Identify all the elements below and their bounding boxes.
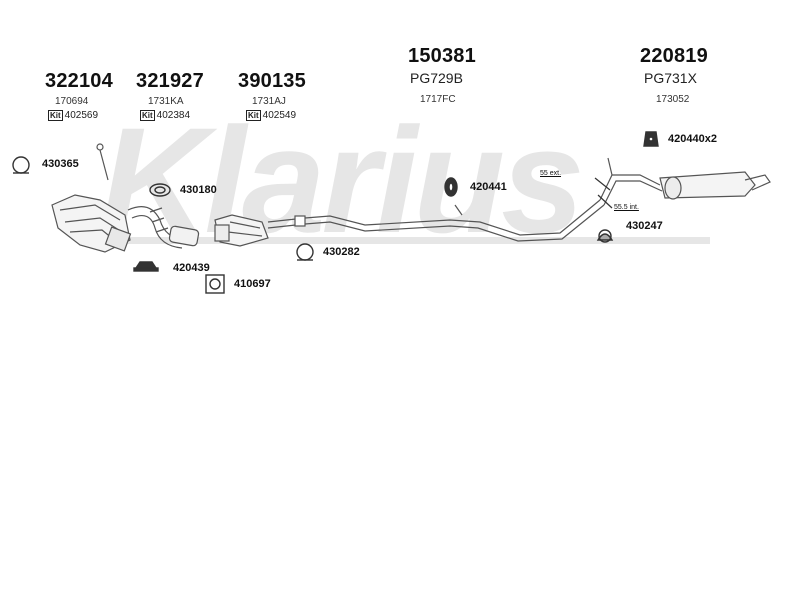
outlet-flange (104, 226, 132, 252)
fitting-label-420441: 420441 (470, 181, 507, 193)
fitting-label-430365: 430365 (42, 158, 79, 170)
kit-badge: Kit (48, 110, 63, 121)
gasket-icon-410697 (205, 274, 225, 294)
fitting-label-430247: 430247 (626, 220, 663, 232)
dimension-55-ext: 55 ext. (540, 170, 562, 177)
fitting-label-420440: 420440x2 (668, 133, 717, 145)
mount-icon-420439 (133, 261, 159, 272)
fitting-label-430180: 430180 (180, 184, 217, 196)
fitting-label-420439: 420439 (173, 262, 210, 274)
clamp-icon-430365 (12, 156, 30, 174)
part-ref-173052: 173052 (656, 94, 690, 105)
part-ref-PG731X: PG731X (644, 70, 697, 86)
part-number-322104: 322104 (45, 70, 113, 92)
kit-402569: Kit 402569 (48, 110, 98, 121)
part-number-220819: 220819 (640, 45, 708, 67)
part-number-390135: 390135 (238, 70, 306, 92)
part-number-150381: 150381 (408, 45, 476, 67)
hanger-icon-420440 (643, 131, 659, 147)
part-ref-170694: 170694 (55, 96, 89, 107)
kit-402549: Kit 402549 (246, 110, 296, 121)
fitting-label-410697: 410697 (234, 278, 271, 290)
kit-badge: Kit (246, 110, 261, 121)
kit-badge: Kit (140, 110, 155, 121)
gasket-icon-430180 (149, 183, 171, 197)
clamp-icon-430282 (296, 243, 314, 261)
rubber-ring-icon-420441 (444, 177, 458, 197)
kit-number: 402549 (262, 110, 297, 121)
part-ref-1717FC: 1717FC (420, 94, 456, 105)
part-number-321927: 321927 (136, 70, 204, 92)
kit-402384: Kit 402384 (140, 110, 190, 121)
kit-number: 402569 (64, 110, 99, 121)
fitting-label-430282: 430282 (323, 246, 360, 258)
part-ref-1731KA: 1731KA (148, 96, 184, 107)
part-ref-1731AJ: 1731AJ (252, 96, 286, 107)
rear-silencer (659, 171, 756, 199)
kit-number: 402384 (156, 110, 191, 121)
dimension-55-5-int: 55.5 int. (614, 204, 639, 211)
part-ref-PG729B: PG729B (410, 70, 463, 86)
clamp-icon-430247 (596, 229, 614, 243)
